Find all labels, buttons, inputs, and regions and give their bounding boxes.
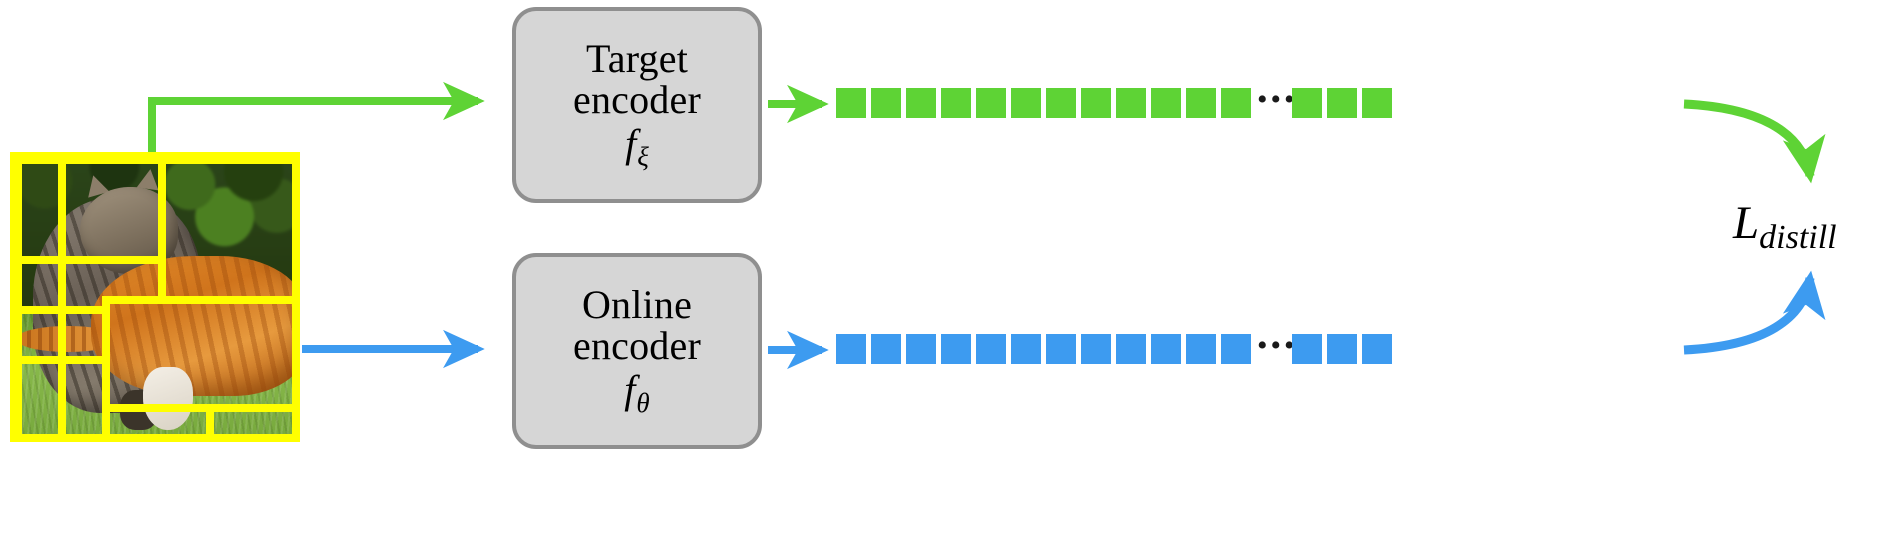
arrow-image-to-target-encoder: [148, 81, 485, 165]
token-square: [1186, 334, 1216, 364]
target-encoder-box[interactable]: Target encoder fξ: [512, 7, 762, 203]
token-square: [976, 88, 1006, 118]
white-paw: [143, 366, 193, 431]
target-encoder-line1: Target: [585, 36, 689, 82]
target-encoder-symbol-base: f: [625, 121, 637, 167]
loss-subscript: distill: [1759, 219, 1837, 257]
token-square: [1011, 88, 1041, 118]
online-encoder-line2: encoder: [573, 323, 701, 369]
token-square: [906, 88, 936, 118]
online-token-sequence: •••: [836, 329, 1397, 364]
online-encoder-symbol-subscript: θ: [636, 388, 650, 419]
target-token-sequence: •••: [836, 83, 1397, 118]
token-square: [1116, 88, 1146, 118]
token-square: [836, 88, 866, 118]
token-square: [976, 334, 1006, 364]
token-square: [1081, 88, 1111, 118]
arrow-online-tokens-to-loss: [1683, 270, 1826, 355]
target-encoder-line2: encoder: [573, 77, 701, 123]
token-square: [1011, 334, 1041, 364]
online-encoder-line1: Online: [581, 282, 693, 328]
target-encoder-symbol: fξ: [625, 123, 649, 171]
token-ellipsis: •••: [1257, 83, 1298, 116]
token-square: [1362, 88, 1392, 118]
token-square: [941, 88, 971, 118]
token-square: [1292, 334, 1322, 364]
token-square: [1362, 334, 1392, 364]
token-square: [1116, 334, 1146, 364]
token-square: [1221, 88, 1251, 118]
token-square: [1292, 88, 1322, 118]
token-square: [871, 334, 901, 364]
distillation-loss-label: Ldistill: [1733, 196, 1837, 257]
patch-grid-overlay: [10, 152, 300, 442]
token-square: [1221, 334, 1251, 364]
token-square: [836, 334, 866, 364]
online-encoder-symbol: fθ: [624, 369, 649, 417]
token-square: [1151, 334, 1181, 364]
token-square: [941, 334, 971, 364]
token-square: [1327, 334, 1357, 364]
online-encoder-symbol-base: f: [624, 367, 636, 413]
arrow-target-tokens-to-loss: [1683, 99, 1826, 184]
token-ellipsis: •••: [1257, 329, 1298, 362]
token-square: [1327, 88, 1357, 118]
token-square: [1081, 334, 1111, 364]
token-square: [1151, 88, 1181, 118]
orange-cat-body: [91, 256, 300, 396]
input-image-patch-grid: [10, 152, 300, 442]
token-square: [1046, 88, 1076, 118]
token-square: [871, 88, 901, 118]
token-square: [906, 334, 936, 364]
online-encoder-box[interactable]: Online encoder fθ: [512, 253, 762, 449]
loss-symbol: L: [1733, 197, 1760, 249]
target-encoder-symbol-subscript: ξ: [637, 142, 649, 173]
token-square: [1046, 334, 1076, 364]
token-square: [1186, 88, 1216, 118]
